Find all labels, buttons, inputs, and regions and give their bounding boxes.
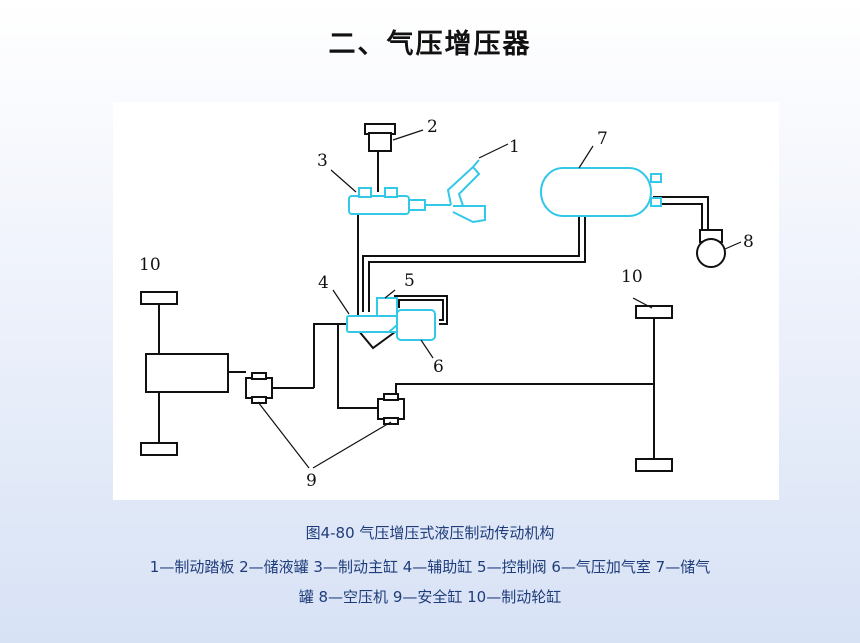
- label-1: 1: [509, 137, 520, 157]
- brake-system-diagram: 1 2 3 4 5 6 7 8 9 10 10: [113, 102, 779, 500]
- wheel-cylinder-front-top: [140, 291, 178, 305]
- air-chamber: [396, 309, 436, 341]
- wheel-cylinder-rear-bottom: [635, 458, 673, 472]
- label-10-front: 10: [139, 255, 161, 275]
- label-2: 2: [427, 117, 438, 137]
- master-cylinder: [348, 195, 410, 215]
- air-compressor: [696, 238, 726, 268]
- wheel-cylinder-rear-top: [635, 305, 673, 319]
- label-4: 4: [318, 273, 329, 293]
- label-5: 5: [404, 271, 415, 291]
- figure-caption: 图4-80 气压增压式液压制动传动机构: [305, 524, 555, 542]
- air-tank: [540, 167, 652, 217]
- control-valve: [376, 297, 398, 317]
- brake-pedal: [446, 165, 481, 207]
- wheel-cylinder-front-bottom: [140, 442, 178, 456]
- label-8: 8: [743, 232, 754, 252]
- safety-cylinder-left: [245, 377, 273, 399]
- auxiliary-cylinder: [346, 315, 404, 333]
- safety-cylinder-right: [377, 398, 405, 420]
- figure-legend: 1—制动踏板 2—储液罐 3—制动主缸 4—辅助缸 5—控制阀 6—气压加气室 …: [80, 552, 780, 612]
- axle-housing-front: [145, 353, 229, 393]
- page-title: 二、气压增压器: [328, 29, 532, 60]
- legend-line-1: 1—制动踏板 2—储液罐 3—制动主缸 4—辅助缸 5—控制阀 6—气压加气室 …: [149, 558, 711, 576]
- label-10-rear: 10: [621, 267, 643, 287]
- label-7: 7: [597, 129, 608, 149]
- legend-line-2: 罐 8—空压机 9—安全缸 10—制动轮缸: [298, 588, 562, 606]
- label-9: 9: [306, 471, 317, 491]
- label-3: 3: [317, 151, 328, 171]
- label-6: 6: [433, 357, 444, 377]
